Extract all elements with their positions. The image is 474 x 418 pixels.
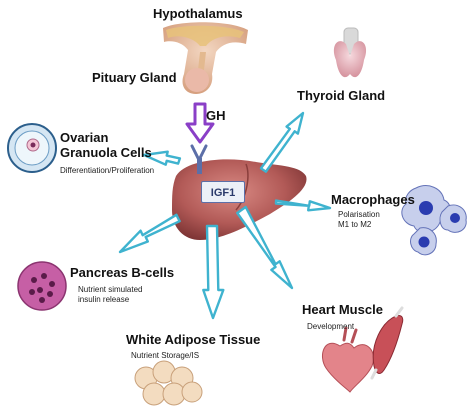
pancreas-description-line2: insulin release <box>78 295 130 304</box>
pancreas-description: Nutrient simulated insulin release <box>78 285 142 305</box>
macrophages-label: Macrophages <box>331 192 415 207</box>
thyroid-label: Thyroid Gland <box>297 88 386 103</box>
pancreas-label: Pancreas B-cells <box>70 265 175 280</box>
arrow-to-thyroid <box>259 111 305 173</box>
macrophages-description: Polarisation M1 to M2 <box>338 210 380 230</box>
pancreas-description-line1: Nutrient simulated <box>78 285 143 294</box>
pituitary-gland-icon <box>163 22 248 94</box>
pancreas-cell-icon <box>17 261 67 311</box>
gh-label: GH <box>206 108 226 123</box>
arrow-to-heart <box>236 205 294 290</box>
arrow-to-pancreas <box>118 213 181 254</box>
gh-arrow <box>185 102 215 144</box>
arrow-to-ovarian <box>142 150 182 166</box>
thyroid-gland-icon <box>333 27 367 78</box>
macrophages-description-line1: Polarisation <box>338 210 380 219</box>
pituitary-label: Pituary Gland <box>92 70 177 85</box>
ovarian-description: Differentiation/Proliferation <box>60 166 155 175</box>
arrow-to-adipose <box>202 224 225 320</box>
receptor-icon <box>190 144 208 174</box>
heart-muscle-label: Heart Muscle <box>302 302 383 317</box>
heart-muscle-description: Development <box>307 322 355 331</box>
muscle-icon <box>370 306 404 380</box>
adipose-description: Nutrient Storage/IS <box>131 351 200 360</box>
igf1-box: IGF1 <box>201 181 245 203</box>
adipose-cells-icon <box>134 360 203 406</box>
macrophages-description-line2: M1 to M2 <box>338 220 372 229</box>
macrophage-cell-icon <box>401 185 467 256</box>
ovarian-cell-icon <box>7 123 57 173</box>
ovarian-label-line2: Granuola Cells <box>60 145 152 160</box>
adipose-label: White Adipose Tissue <box>126 332 261 347</box>
ovarian-label-line1: Ovarian <box>60 130 109 145</box>
ovarian-label: Ovarian Granuola Cells <box>60 130 152 160</box>
heart-icon <box>322 326 374 393</box>
hypothalamus-label: Hypothalamus <box>153 6 243 21</box>
arrow-to-macrophages <box>274 199 332 212</box>
